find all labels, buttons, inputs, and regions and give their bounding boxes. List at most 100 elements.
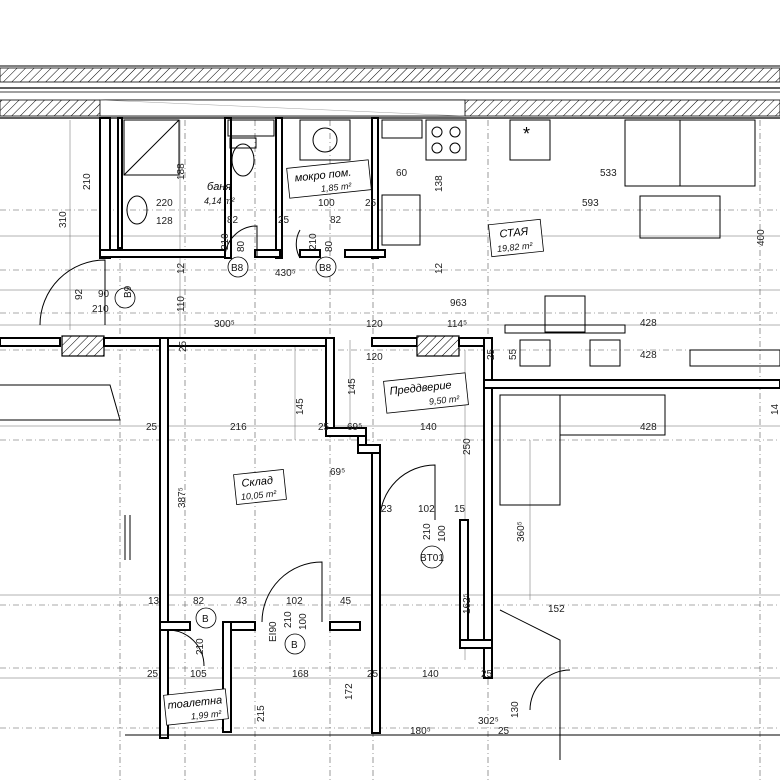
dimension: 92 [74,288,85,300]
door-tag-b9: B9 [123,285,134,298]
dimension: 82 [193,596,205,607]
door-height: 210 [220,233,231,250]
dimension: 302⁵ [478,716,499,727]
room-name: Склад [241,475,274,490]
dimension: 145 [347,378,358,395]
dimension: 593 [582,198,599,209]
dimension: 310 [58,211,69,228]
dimension: 428 [640,350,657,361]
room-area: 19,82 m² [497,240,534,254]
dimension: 105 [190,669,207,680]
partial-lower-elements [124,515,780,760]
dimension: 140 [420,422,437,433]
dimension: 25 [365,198,377,209]
door-tag-b: B [202,614,209,625]
room-name: баня [207,181,231,193]
dimension: 215 [256,705,267,722]
dimension: 114⁵ [447,319,467,330]
dimension: 25 [278,215,290,226]
walls [0,117,780,739]
door-tag-bt01: BT01 [420,553,444,564]
door-height: 210 [422,523,433,540]
dimension: 172 [344,683,355,700]
dimension: 25 [147,669,159,680]
door-width: 80 [236,240,247,252]
dimension: 152 [548,604,565,615]
dimension: 428 [640,422,657,433]
door-tag-b8: B8 [319,263,332,274]
room-name: тоалетна [167,694,223,712]
dimension: 25 [486,348,497,360]
dimension: 400 [756,229,767,246]
room-area: 1,99 m² [190,708,222,721]
room-label-living: СТАЯ 19,82 m² [488,218,544,258]
exterior-wall-top [0,65,780,119]
dimension: 82 [330,215,342,226]
door-height: 210 [92,304,109,315]
door-width: 100 [437,525,448,542]
dimension: 25 [178,340,189,352]
dimension: 23 [381,504,393,515]
dimension: 25 [318,422,330,433]
dimension: 55 [508,348,519,360]
dimension: 60 [396,168,408,179]
dimension: 120 [366,352,383,363]
living-furniture [0,119,780,506]
dimension: 12 [434,262,445,274]
dimension: 162⁵ [462,593,473,614]
door-size-labels: 210 80 210 80 90 210 210 100 210 100 210 [92,233,448,655]
door-swings [39,225,436,667]
dimension: 430⁵ [275,268,296,279]
svg-text:*: * [523,124,530,144]
dimension: 387⁵ [177,487,188,508]
dimension: 120 [366,319,383,330]
dimension: 145 [295,398,306,415]
fire-rating-label: EI90 [268,621,279,642]
dimension: 82 [227,215,239,226]
door-width: 80 [324,240,335,252]
door-height: 210 [195,638,206,655]
room-name: СТАЯ [499,226,529,241]
room-label-toilet: тоалетна 1,99 m² [163,688,229,726]
room-label-utility: мокро пом. 1,85 m² [286,159,372,199]
dimension: 69⁵ [347,422,362,433]
dimension: 250 [462,438,473,455]
dimension: 128 [156,216,173,227]
door-tag-b8: B8 [231,263,244,274]
dimension: 210 [82,173,93,190]
dimension: 138 [434,175,445,192]
dimension-values: 210 310 220 188 128 82 25 100 82 25 60 1… [58,163,780,737]
dimension: 216 [230,422,247,433]
bathroom-fixtures: * [123,119,551,246]
door-tag-b: B [291,640,298,651]
dimension: 130 [510,701,521,718]
dimension: 14 [770,403,780,415]
room-area: 1,85 m² [320,181,352,194]
dimension: 300⁵ [214,319,235,330]
door-height: 210 [308,233,319,250]
dimension: 25 [367,669,379,680]
dimension: 13 [148,596,160,607]
door-height: 210 [283,611,294,628]
room-label-storage: Склад 10,05 m² [233,469,287,505]
dimension: 102 [286,596,303,607]
room-label-hall: Преддверие 9,50 m² [383,372,469,414]
dimension: 220 [156,198,173,209]
door-width: 100 [298,613,309,630]
room-area: 10,05 m² [240,488,277,502]
dimension: 428 [640,318,657,329]
dimension: 188 [176,163,187,180]
dimension: 168 [292,669,309,680]
dimension: 12 [176,262,187,274]
room-area: 9,50 m² [428,393,460,406]
dimension: 15 [454,504,466,515]
dimension: 963 [450,298,467,309]
dimension: 25 [498,726,510,737]
dimension: 100 [318,198,335,209]
dimension: 102 [418,504,435,515]
dimension: 360⁵ [516,521,527,542]
door-tags: B8 B8 B9 BT01 B B EI90 [114,256,444,655]
dimension: 533 [600,168,617,179]
dimension: 43 [236,596,248,607]
room-name: мокро пом. [294,167,352,185]
